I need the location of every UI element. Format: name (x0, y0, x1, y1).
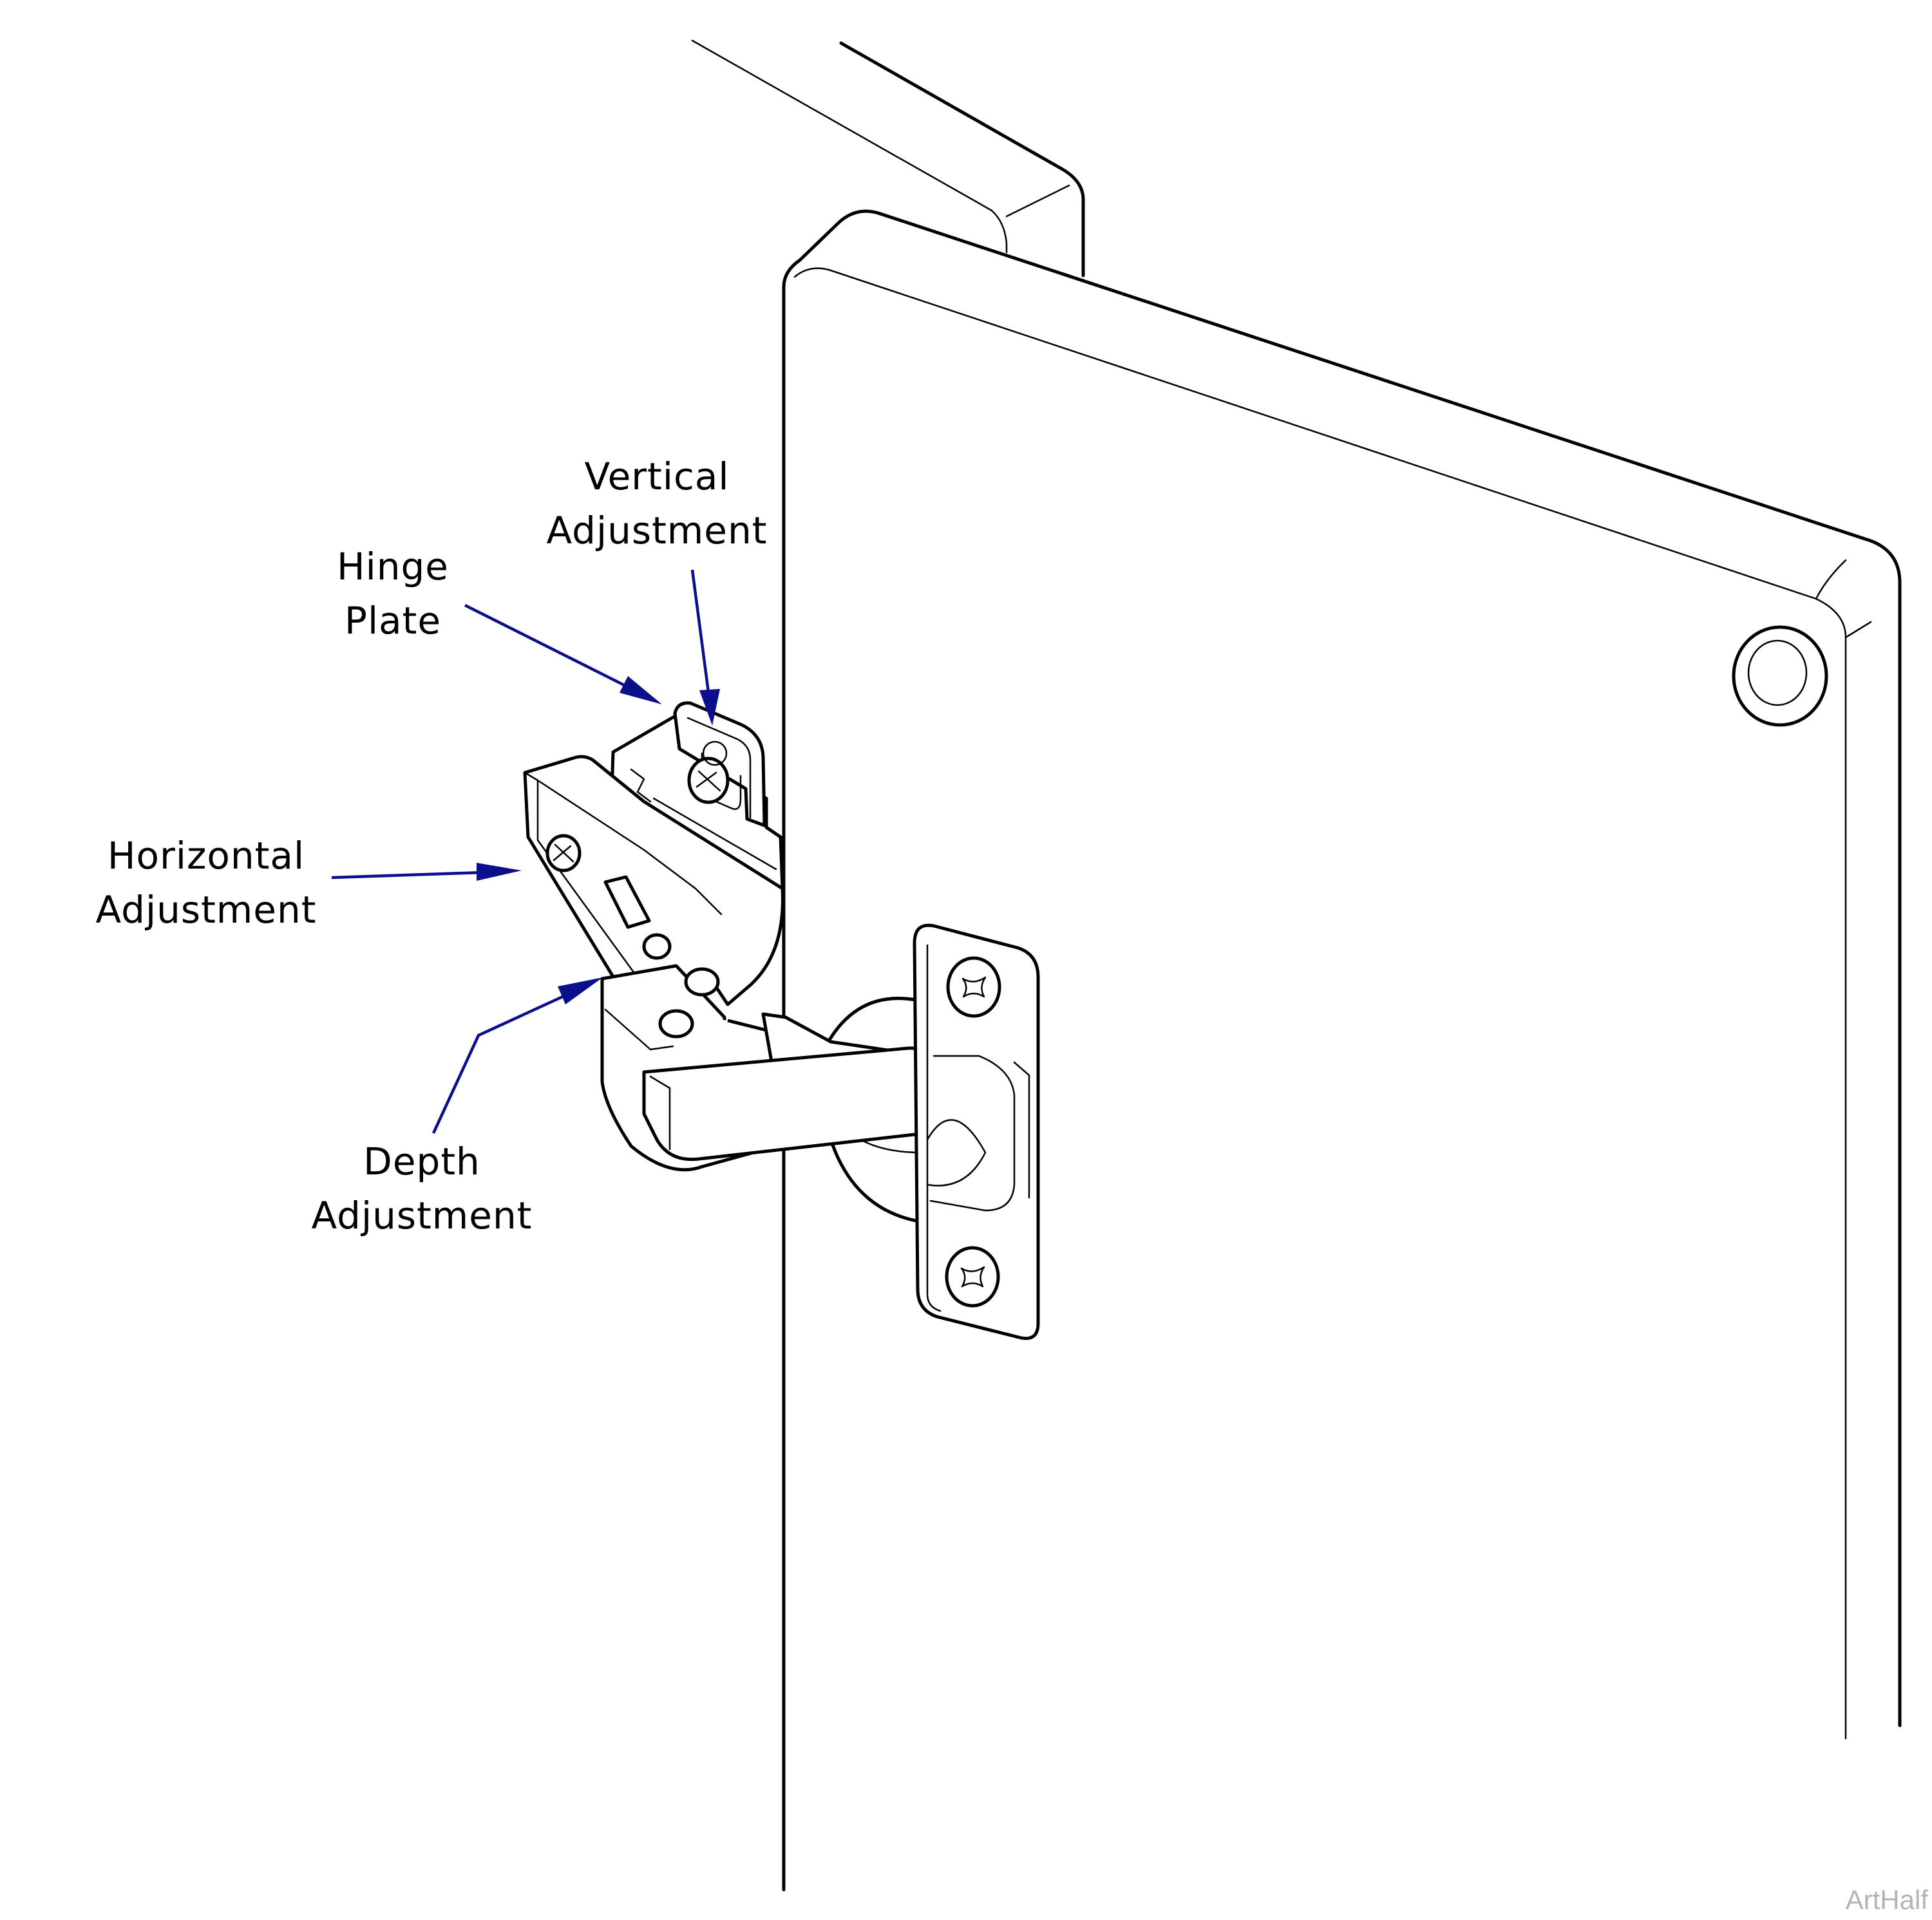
arrowhead-hinge-plate (620, 676, 662, 704)
callout-horizontal-adjustment: Horizontal Adjustment (84, 829, 328, 937)
arrowhead-vertical-adjustment (699, 689, 720, 726)
leader-depth-adjustment (431, 977, 603, 1134)
door-bumper (1732, 625, 1828, 727)
hinge-link (642, 1012, 936, 1162)
callout-depth-adjustment-line1: Depth (363, 1140, 480, 1183)
callout-hinge-plate: Hinge Plate (316, 540, 470, 648)
callout-depth-adjustment-line2: Adjustment (311, 1194, 533, 1238)
callout-vertical-adjustment-line1: Vertical (584, 455, 730, 498)
hinge-arm (523, 755, 784, 1039)
leader-hinge-plate (464, 603, 662, 704)
callout-vertical-adjustment: Vertical Adjustment (528, 449, 786, 558)
cabinet-door (782, 209, 1902, 1892)
callout-horizontal-adjustment-line1: Horizontal (107, 834, 305, 878)
watermark-text: ArtHalf (1845, 1885, 1928, 1915)
callout-hinge-plate-line1: Hinge (337, 545, 449, 588)
callout-depth-adjustment: Depth Adjustment (296, 1134, 547, 1243)
callout-vertical-adjustment-line2: Adjustment (546, 509, 768, 552)
vertical-adjustment-screw (687, 740, 742, 810)
arrowhead-horizontal-adjustment (477, 863, 522, 881)
arrowhead-depth-adjustment (558, 977, 603, 1004)
callout-hinge-plate-line2: Plate (344, 599, 442, 643)
leader-horizontal-adjustment (331, 863, 522, 881)
door-mounting-plate (913, 923, 1040, 1341)
callout-horizontal-adjustment-line2: Adjustment (95, 888, 317, 932)
cabinet-outline (691, 39, 1085, 278)
leader-vertical-adjustment (690, 569, 720, 726)
